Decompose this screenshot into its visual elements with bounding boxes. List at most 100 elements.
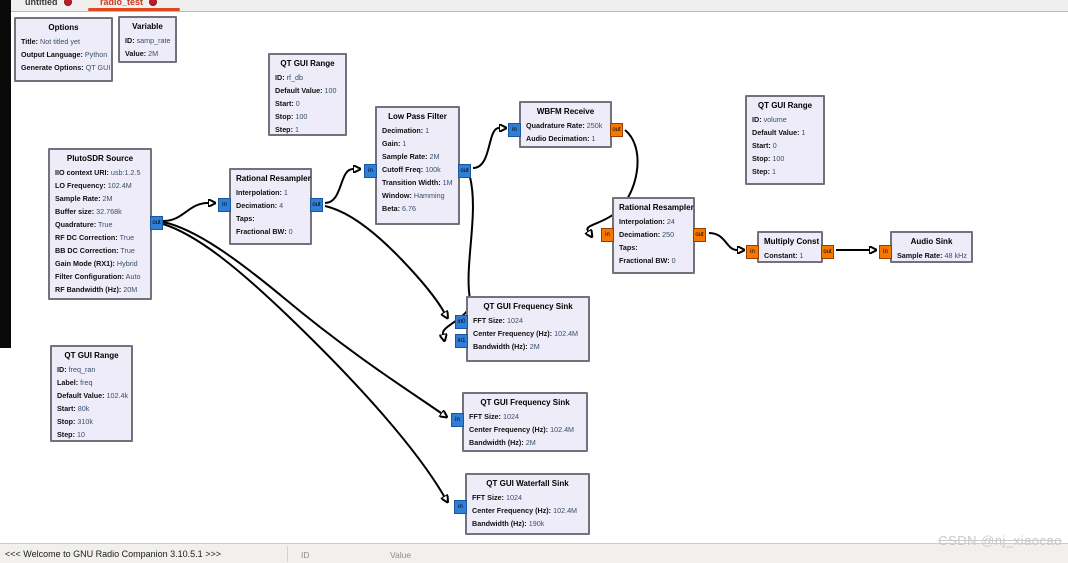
connection-plutosdr-to-resampler1[interactable] bbox=[162, 203, 208, 222]
block-param: ID: volume bbox=[752, 115, 787, 124]
block-param: Step: 10 bbox=[57, 430, 85, 439]
block-param: Cutoff Freq: 100k bbox=[382, 165, 441, 174]
block-title: QT GUI Frequency Sink bbox=[483, 302, 573, 311]
variable-pane-value-header: Value bbox=[390, 550, 412, 560]
unsaved-indicator-icon[interactable] bbox=[149, 0, 158, 6]
block-param: Center Frequency (Hz): 102.4M bbox=[472, 506, 578, 515]
block-param: Step: 1 bbox=[752, 167, 776, 176]
block-param: Sample Rate: 48 kHz bbox=[897, 251, 967, 260]
block-param: IIO context URI: usb:1.2.5 bbox=[55, 168, 141, 177]
block-param: Taps: bbox=[619, 243, 638, 252]
port-out[interactable]: out bbox=[458, 164, 471, 178]
port-out[interactable]: out bbox=[310, 198, 323, 212]
block-param: Quadrature Rate: 250k bbox=[526, 121, 603, 130]
block-param: Default Value: 1 bbox=[752, 128, 806, 137]
block-title: Rational Resampler bbox=[236, 174, 311, 183]
block-title: Multiply Const bbox=[764, 237, 820, 246]
port-in[interactable]: in bbox=[508, 123, 521, 137]
block-title: Low Pass Filter bbox=[388, 112, 447, 121]
block-param: Stop: 100 bbox=[752, 154, 785, 163]
block-param: Taps: bbox=[236, 214, 255, 223]
block-param: RF DC Correction: True bbox=[55, 233, 135, 242]
watermark: CSDN @nj_xiaocao bbox=[938, 533, 1062, 548]
connection-lowpass-to-freqsink1-in1[interactable] bbox=[443, 176, 474, 334]
connection-resampler2-to-multiply[interactable] bbox=[708, 232, 737, 250]
variable-pane-id-header: ID bbox=[301, 550, 310, 560]
block-param: Value: 2M bbox=[125, 49, 159, 58]
block-title: QT GUI Waterfall Sink bbox=[486, 479, 569, 488]
connection-lowpass-to-wbfm[interactable] bbox=[472, 128, 499, 169]
block-param: Output Language: Python bbox=[21, 50, 108, 59]
port-in[interactable]: in bbox=[364, 164, 377, 178]
block-title: PlutoSDR Source bbox=[66, 154, 134, 163]
block-param: Quadrature: True bbox=[55, 220, 113, 229]
block-title: Options bbox=[48, 23, 79, 32]
port-in[interactable]: in bbox=[879, 245, 892, 259]
active-tab-underline bbox=[88, 8, 180, 11]
connection-plutosdr-to-waterfall[interactable] bbox=[162, 223, 444, 496]
block-title: Audio Sink bbox=[910, 237, 953, 246]
block-param: Generate Options: QT GUI bbox=[21, 63, 111, 72]
port-in1[interactable]: in1 bbox=[455, 334, 468, 348]
block-param: Audio Decimation: 1 bbox=[526, 134, 596, 143]
tab-bar: untitled radio_test bbox=[11, 0, 1068, 12]
tab-radio-test[interactable]: radio_test bbox=[100, 0, 158, 11]
block-param: Gain Mode (RX1): Hybrid bbox=[55, 259, 138, 268]
status-message: <<< Welcome to GNU Radio Companion 3.10.… bbox=[5, 549, 221, 559]
block-param: Default Value: 102.4k bbox=[57, 391, 129, 400]
block-param: Decimation: 4 bbox=[236, 201, 284, 210]
port-in[interactable]: in bbox=[218, 198, 231, 212]
port-in[interactable]: in bbox=[451, 413, 464, 427]
port-out[interactable]: out bbox=[150, 216, 163, 230]
port-out[interactable]: out bbox=[693, 228, 706, 242]
port-in[interactable]: in bbox=[454, 500, 467, 514]
tab-untitled[interactable]: untitled bbox=[25, 0, 72, 11]
block-title: QT GUI Range bbox=[280, 59, 335, 68]
port-out[interactable]: out bbox=[610, 123, 623, 137]
connection-plutosdr-to-freqsink2[interactable] bbox=[162, 221, 441, 413]
block-param: FFT Size: 1024 bbox=[472, 493, 522, 502]
block-param: Stop: 100 bbox=[275, 112, 308, 121]
port-in[interactable]: in bbox=[746, 245, 759, 259]
block-param: Default Value: 100 bbox=[275, 86, 337, 95]
block-param: ID: freq_ran bbox=[57, 365, 96, 374]
port-in[interactable]: in bbox=[601, 228, 614, 242]
block-title: QT GUI Range bbox=[757, 101, 813, 110]
port-out[interactable]: out bbox=[821, 245, 834, 259]
block-param: ID: samp_rate bbox=[125, 36, 171, 45]
block-title: QT GUI Frequency Sink bbox=[480, 398, 570, 407]
block-param: Bandwidth (Hz): 2M bbox=[473, 342, 540, 351]
block-param: FFT Size: 1024 bbox=[473, 316, 523, 325]
port-in0[interactable]: in0 bbox=[455, 315, 468, 329]
block-param: Stop: 310k bbox=[57, 417, 93, 426]
block-param: Gain: 1 bbox=[382, 139, 407, 148]
status-bar: <<< Welcome to GNU Radio Companion 3.10.… bbox=[0, 543, 1068, 563]
block-param: RF Bandwidth (Hz): 20M bbox=[55, 285, 138, 294]
block-param: Bandwidth (Hz): 190k bbox=[472, 519, 545, 528]
block-param: Interpolation: 1 bbox=[236, 188, 288, 197]
block-param: Sample Rate: 2M bbox=[55, 194, 113, 203]
unsaved-indicator-icon[interactable] bbox=[63, 0, 72, 6]
block-param: FFT Size: 1024 bbox=[469, 412, 519, 421]
connection-resampler1-to-freqsink1-in0[interactable] bbox=[324, 205, 444, 312]
connection-resampler1-to-lowpass[interactable] bbox=[324, 169, 353, 204]
tab-label: radio_test bbox=[100, 0, 144, 7]
